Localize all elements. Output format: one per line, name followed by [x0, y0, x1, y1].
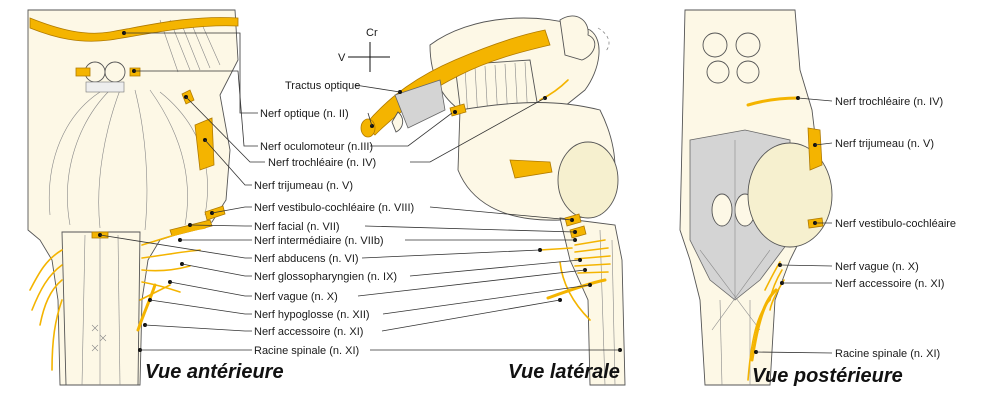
lateral-cerebellum	[557, 141, 619, 219]
lateral-trochlear-nerve	[539, 79, 569, 101]
posterior-trochlear-nerve	[746, 96, 800, 107]
label-right-vague: Nerf vague (n. X)	[835, 261, 919, 273]
lateral-hypothalamus	[394, 79, 446, 129]
label-right-trochleaire: Nerf trochléaire (n. IV)	[835, 96, 943, 108]
label-nerf-optique: Nerf optique (n. II)	[260, 108, 349, 120]
right-labels: Nerf trochléaire (n. IV) Nerf trijumeau …	[835, 96, 956, 360]
posterior-trigeminal-nerve	[807, 127, 823, 171]
anterior-medulla	[61, 231, 141, 386]
label-right-trijumeau: Nerf trijumeau (n. V)	[835, 138, 934, 150]
label-nerf-trochleaire: Nerf trochléaire (n. IV)	[268, 157, 376, 169]
posterior-facial-colliculus-left	[711, 193, 733, 227]
cranial-label: Cr	[366, 27, 378, 39]
lateral-view: Cr V	[338, 15, 626, 386]
lateral-facial-nerve	[569, 225, 587, 239]
posterior-colliculi	[702, 32, 761, 84]
lateral-colliculi	[559, 15, 596, 61]
label-nerf-abducens: Nerf abducens (n. VI)	[254, 253, 359, 265]
mammillary-body-right	[104, 61, 126, 83]
label-right-vestibulo-cochleaire: Nerf vestibulo-cochléaire	[835, 218, 956, 230]
posterior-view	[679, 9, 833, 386]
label-nerf-intermediaire: Nerf intermédiaire (n. VIIb)	[254, 235, 384, 247]
anterior-oculomotor-nerve	[75, 67, 91, 77]
lateral-medulla	[559, 217, 626, 386]
view-titles: Vue antérieure Vue latérale Vue postérie…	[145, 361, 903, 387]
perforated-substance	[85, 81, 125, 93]
label-nerf-oculomoteur: Nerf oculomoteur (n.III)	[260, 141, 373, 153]
label-nerf-vestibulo-cochleaire: Nerf vestibulo-cochléaire (n. VIII)	[254, 202, 414, 214]
anterior-trigeminal-nerve	[194, 117, 215, 171]
label-nerf-trijumeau: Nerf trijumeau (n. V)	[254, 180, 353, 192]
lateral-trigeminal-nerve	[509, 159, 553, 179]
title-vue-posterieure: Vue postérieure	[752, 365, 903, 387]
label-nerf-glossopharyngien: Nerf glossopharyngien (n. IX)	[254, 271, 397, 283]
anterior-view	[27, 9, 239, 386]
anterior-facial-nerve	[204, 205, 226, 221]
label-right-racine-spinale: Racine spinale (n. XI)	[835, 348, 940, 360]
center-labels: Tractus optique Nerf optique (n. II) Ner…	[254, 80, 414, 357]
label-racine-spinale: Racine spinale (n. XI)	[254, 345, 359, 357]
label-nerf-vague: Nerf vague (n. X)	[254, 291, 338, 303]
lateral-oculomotor-dot	[453, 110, 457, 114]
label-nerf-accessoire: Nerf accessoire (n. XI)	[254, 326, 363, 338]
lateral-hypophysis-stalk	[391, 111, 404, 133]
leader-lines	[99, 32, 833, 354]
label-nerf-facial: Nerf facial (n. VII)	[254, 221, 340, 233]
orientation-indicator: Cr V	[338, 27, 390, 72]
ventral-label: V	[338, 52, 346, 64]
lateral-vagus-rootlets	[539, 239, 611, 321]
anterior-optic-chiasm	[29, 17, 239, 42]
label-tractus-optique: Tractus optique	[285, 80, 360, 92]
anterior-vestibulocochlear-nerve	[169, 219, 213, 237]
lateral-optic-nerve-end	[360, 118, 376, 138]
anterior-lower-rootlets	[29, 227, 206, 371]
label-right-accessoire: Nerf accessoire (n. XI)	[835, 278, 944, 290]
anterior-decussation	[91, 324, 107, 352]
lateral-dashed-outline	[597, 27, 610, 53]
title-vue-laterale: Vue latérale	[508, 361, 620, 383]
label-nerf-hypoglosse: Nerf hypoglosse (n. XII)	[254, 309, 370, 321]
title-vue-anterieure: Vue antérieure	[145, 361, 284, 383]
